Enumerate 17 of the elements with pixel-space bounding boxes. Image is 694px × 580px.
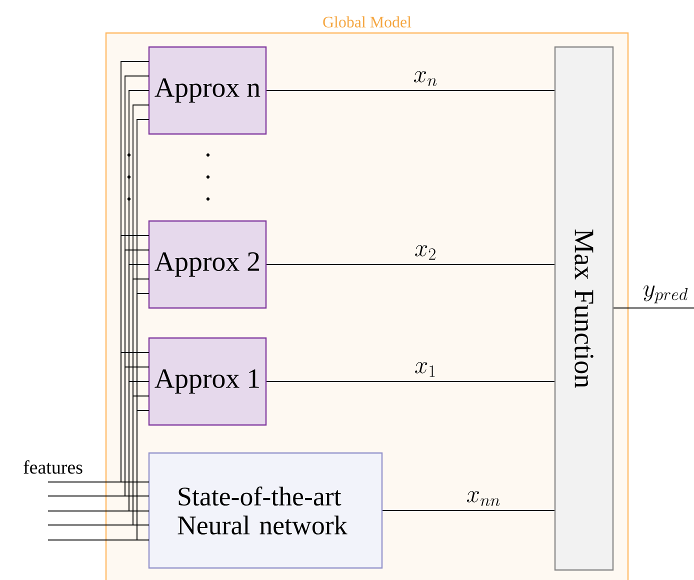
function-bar: Max Function	[554, 46, 614, 571]
connector-line	[266, 264, 555, 265]
input-label: features	[24, 460, 82, 474]
network-box: State-of-the-art Neural network	[148, 452, 383, 569]
edge-label: $x_{2}$	[412, 244, 438, 262]
connector-line	[266, 90, 555, 91]
edge-label: $x_{nn}$	[464, 490, 502, 508]
edge-label: $x_{1}$	[412, 360, 438, 378]
edge-label: $x_{n}$	[412, 70, 440, 88]
connector-line	[266, 381, 555, 382]
approx-box: Approx 2	[148, 220, 267, 309]
node-label: Global Model	[323, 16, 412, 28]
approx-box: Approx 1	[148, 337, 267, 426]
connector-line	[48, 61, 150, 540]
connector-line	[382, 510, 555, 511]
approx-box: Approx n	[148, 46, 267, 135]
edge-label: $y_{pred}$	[641, 284, 690, 305]
